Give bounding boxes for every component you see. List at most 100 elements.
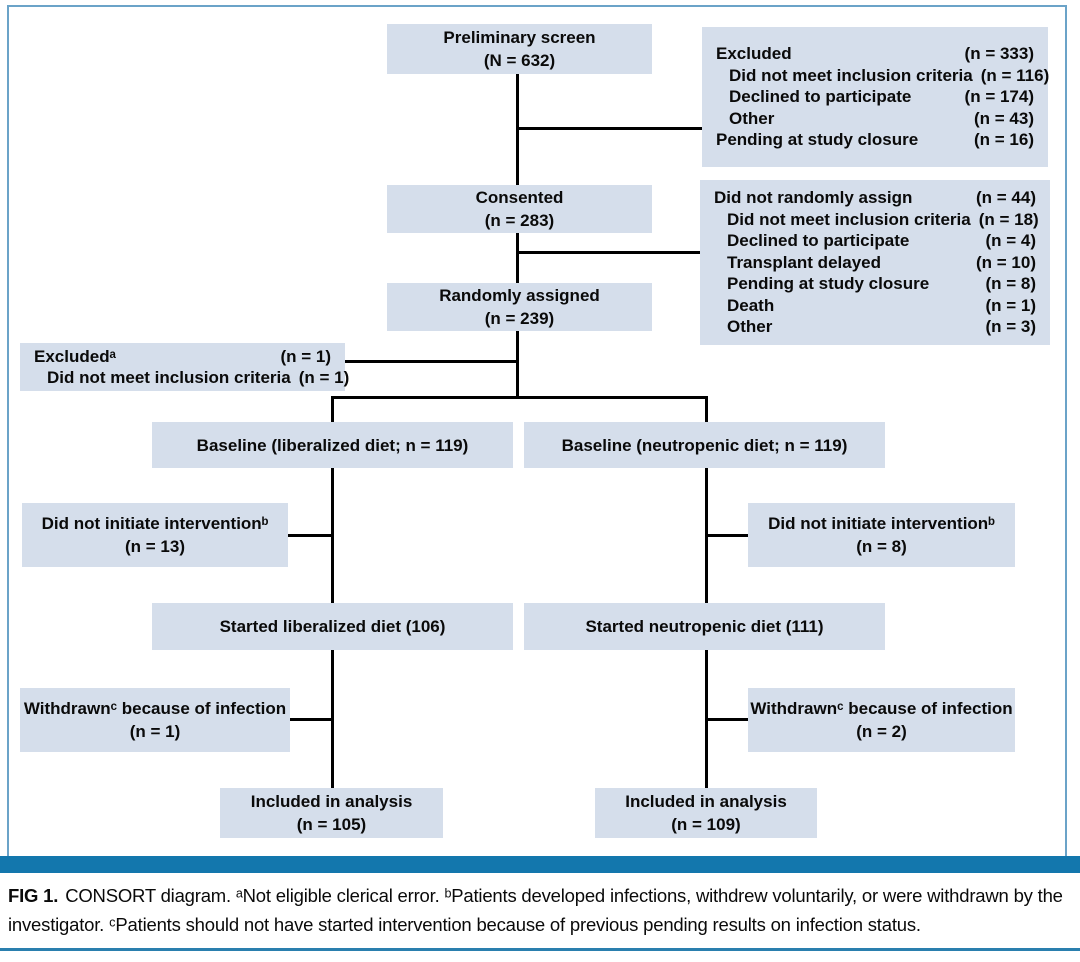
- stat-row-label: Did not meet inclusion criteria: [727, 209, 971, 229]
- node-count: (N = 632): [483, 51, 556, 70]
- connector-line: [288, 534, 331, 537]
- node-count: (n = 239): [484, 309, 555, 328]
- stat-row-label: Excludedᵃ: [34, 346, 116, 366]
- node-started-neutropenic: Started neutropenic diet (111): [524, 603, 885, 650]
- node-text-line: Withdrawnᶜ because of infection: [750, 699, 1013, 718]
- stat-row-label: Pending at study closure: [716, 130, 919, 150]
- figure-footer-bar: [0, 856, 1080, 873]
- node-text-line: Included in analysis: [250, 792, 413, 811]
- connector-line: [516, 127, 702, 130]
- node-text-line: Consented: [475, 188, 564, 207]
- stat-row: Other (n = 43): [716, 108, 1034, 130]
- stat-row-label: Pending at study closure: [727, 274, 930, 294]
- node-text-line: Withdrawnᶜ because of infection: [23, 699, 287, 718]
- stat-row: Pending at study closure (n = 16): [716, 129, 1034, 151]
- node-count: (n = 2): [856, 722, 907, 741]
- stat-row-count: (n = 44): [976, 188, 1036, 208]
- node-text-line: Included in analysis: [625, 792, 787, 811]
- stat-row-count: (n = 18): [978, 209, 1039, 229]
- stat-row-label: Other: [729, 108, 775, 128]
- caption-text: CONSORT diagram. ᵃNot eligible clerical …: [8, 885, 1063, 935]
- figure-label: FIG 1.: [8, 885, 59, 906]
- stat-row-label: Declined to participate: [729, 87, 912, 107]
- stat-row-count: (n = 16): [974, 130, 1034, 150]
- stat-row: Excluded (n = 333): [716, 43, 1034, 65]
- node-randomly-assigned: Randomly assigned (n = 239): [387, 283, 652, 331]
- stat-row-label: Did not meet inclusion criteria: [729, 65, 973, 85]
- node-text-line: Did not initiate interventionᵇ: [41, 514, 269, 533]
- node-did-not-initiate-liberalized: Did not initiate interventionᵇ (n = 13): [22, 503, 288, 567]
- stat-row-label: Did not meet inclusion criteria: [47, 368, 291, 387]
- stat-row: Excludedᵃ (n = 1): [34, 346, 331, 368]
- node-text-line: Baseline (liberalized diet; n = 119): [196, 435, 469, 455]
- node-preliminary-screen: Preliminary screen (N = 632): [387, 24, 652, 74]
- stat-row-count: (n = 10): [976, 252, 1036, 272]
- stat-row-count: (n = 1): [280, 346, 331, 366]
- node-analysis-liberalized: Included in analysis (n = 105): [220, 788, 443, 838]
- node-count: (n = 8): [856, 537, 907, 556]
- stat-row-count: (n = 116): [980, 65, 1050, 85]
- connector-line: [708, 534, 748, 537]
- stat-row-label: Other: [727, 317, 773, 337]
- node-count: (n = 283): [484, 211, 555, 230]
- figure-caption: FIG 1.CONSORT diagram. ᵃNot eligible cle…: [8, 882, 1072, 939]
- connector-line: [516, 73, 519, 187]
- connector-line: [331, 396, 334, 422]
- node-withdrawn-liberalized: Withdrawnᶜ because of infection (n = 1): [20, 688, 290, 752]
- connector-line: [705, 650, 708, 788]
- node-withdrawn-neutropenic: Withdrawnᶜ because of infection (n = 2): [748, 688, 1015, 752]
- stat-row: Pending at study closure (n = 8): [714, 273, 1036, 295]
- stat-row: Transplant delayed (n = 10): [714, 252, 1036, 274]
- stat-row-count: (n = 174): [964, 87, 1034, 107]
- node-text-line: Started liberalized diet (106): [219, 617, 446, 636]
- stat-row-count: (n = 4): [985, 231, 1036, 251]
- box-excluded-screening: Excluded (n = 333)Did not meet inclusion …: [702, 27, 1049, 167]
- node-count: (n = 105): [296, 815, 367, 834]
- connector-line: [705, 468, 708, 603]
- connector-line: [331, 650, 334, 788]
- node-text-line: Baseline (neutropenic diet; n = 119): [561, 435, 848, 455]
- stat-row-label: Transplant delayed: [727, 252, 881, 272]
- stat-row-count: (n = 43): [974, 108, 1034, 128]
- connector-line: [331, 396, 708, 399]
- node-count: (n = 1): [129, 722, 181, 741]
- bottom-rule: [0, 948, 1080, 951]
- stat-row: Other (n = 3): [714, 316, 1036, 338]
- box-excluded-postrandomization: Excludedᵃ(n = 1)Did not meet inclusion c…: [20, 343, 349, 391]
- node-count: (n = 109): [671, 815, 741, 834]
- stat-row-count: (n = 3): [985, 317, 1036, 337]
- connector-line: [516, 251, 700, 254]
- node-text-line: Randomly assigned: [439, 286, 600, 305]
- stat-row-label: Excluded: [716, 44, 792, 64]
- connector-line: [516, 331, 519, 399]
- stat-row-count: (n = 1): [985, 295, 1036, 315]
- node-baseline-neutropenic: Baseline (neutropenic diet; n = 119): [524, 422, 885, 468]
- stat-row: Did not meet inclusion criteria (n = 116): [716, 65, 1049, 87]
- stat-row-label: Did not randomly assign: [714, 188, 913, 208]
- connector-line: [345, 360, 516, 363]
- connector-line: [290, 718, 331, 721]
- stat-row-count: (n = 1): [298, 368, 350, 387]
- stat-row: Death (n = 1): [714, 295, 1036, 317]
- stat-row-count: (n = 333): [964, 44, 1034, 64]
- stat-row-label: Declined to participate: [727, 231, 910, 251]
- stat-row: Declined to participate (n = 4): [714, 230, 1036, 252]
- stat-row: Did not meet inclusion criteria (n = 18): [714, 209, 1039, 231]
- stat-row: Declined to participate (n = 174): [716, 86, 1034, 108]
- stat-row: Did not randomly assign (n = 44): [714, 187, 1036, 209]
- stat-row: Did not meet inclusion criteria (n = 1): [34, 367, 349, 389]
- stat-row-label: Death: [727, 295, 775, 315]
- node-did-not-initiate-neutropenic: Did not initiate interventionᵇ (n = 8): [748, 503, 1015, 567]
- node-text-line: Preliminary screen: [443, 28, 596, 47]
- connector-line: [331, 468, 334, 603]
- node-count: (n = 13): [125, 537, 185, 556]
- node-baseline-liberalized: Baseline (liberalized diet; n = 119): [152, 422, 513, 468]
- box-did-not-randomly-assign: Did not randomly assign (n = 44)Did not m…: [700, 180, 1050, 345]
- stat-row-count: (n = 8): [985, 274, 1036, 294]
- connector-line: [516, 233, 519, 285]
- connector-line: [705, 396, 708, 422]
- node-started-liberalized: Started liberalized diet (106): [152, 603, 513, 650]
- connector-line: [708, 718, 748, 721]
- node-consented: Consented (n = 283): [387, 185, 652, 233]
